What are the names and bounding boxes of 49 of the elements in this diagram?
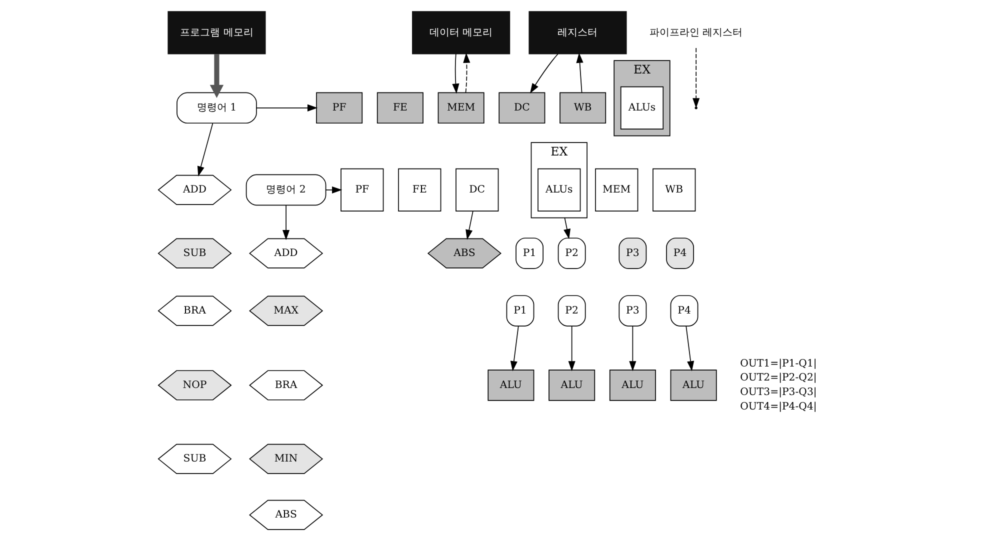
node-box: ALUs bbox=[538, 168, 581, 212]
arrow bbox=[466, 210, 474, 240]
node-box: ALUs bbox=[620, 86, 664, 130]
node-box: ALU bbox=[670, 370, 717, 401]
label: OUT2=|P2-Q2| bbox=[740, 372, 817, 384]
arrow bbox=[564, 217, 570, 240]
arrow bbox=[568, 326, 576, 372]
node-box: ALU bbox=[548, 370, 596, 401]
node-box: WB bbox=[652, 168, 696, 212]
node-box: P2 bbox=[558, 238, 586, 269]
arrow bbox=[576, 52, 584, 93]
arrow bbox=[510, 326, 519, 372]
node-box: 레지스터 bbox=[528, 11, 627, 54]
label: OUT1=|P1-Q1| bbox=[740, 358, 817, 370]
node-text: 파이프라인 레지스터 bbox=[649, 27, 743, 38]
node-box: P2 bbox=[558, 295, 586, 326]
node-box: FE bbox=[376, 92, 424, 124]
label: OUT4=|P4-Q4| bbox=[740, 401, 817, 412]
arrow bbox=[325, 186, 342, 194]
node-box: 명령어 2 bbox=[246, 174, 326, 206]
node-box: 데이터 메모리 bbox=[412, 11, 510, 54]
node-box: PF bbox=[340, 168, 384, 212]
node-box: DC bbox=[498, 92, 546, 124]
arrow bbox=[210, 54, 224, 98]
node-box: P4 bbox=[666, 238, 694, 269]
arrow bbox=[452, 54, 460, 94]
arrow bbox=[197, 123, 214, 176]
node-box: WB bbox=[560, 92, 606, 124]
node-box: P1 bbox=[506, 295, 534, 326]
arrow bbox=[256, 104, 318, 112]
arrow bbox=[463, 52, 470, 93]
node-box: ALU bbox=[609, 370, 656, 401]
node-box: MEM bbox=[438, 92, 484, 124]
node-box: PF bbox=[316, 92, 363, 124]
node-box: DC bbox=[456, 168, 499, 212]
node-box: MEM bbox=[595, 168, 638, 212]
arrow bbox=[282, 204, 290, 240]
node-box: P3 bbox=[618, 238, 647, 269]
node-box: FE bbox=[398, 168, 442, 212]
node-box: P1 bbox=[516, 238, 544, 269]
node-box: P3 bbox=[618, 295, 647, 326]
arrow bbox=[686, 326, 694, 372]
node-box: P4 bbox=[670, 295, 698, 326]
arrow bbox=[629, 326, 636, 372]
arrow bbox=[530, 53, 558, 94]
node-box: 프로그램 메모리 bbox=[168, 11, 266, 54]
node-box: 명령어 1 bbox=[176, 92, 257, 124]
node-box: ALU bbox=[488, 370, 534, 401]
label: OUT3=|P3-Q3| bbox=[740, 387, 817, 398]
